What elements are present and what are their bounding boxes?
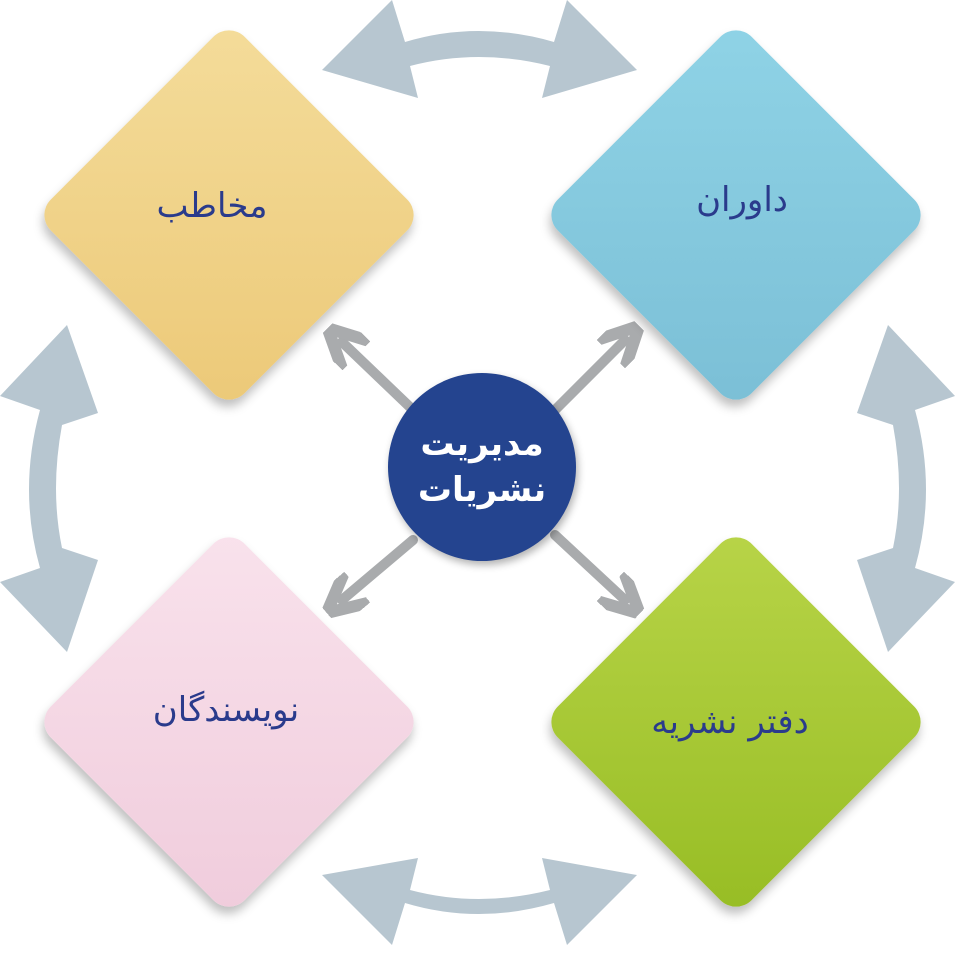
radial-arrow-audience [342,342,418,415]
curved-arrow-top [322,0,637,98]
radial-arrow-office [550,530,625,600]
node-authors-label: نویسندگان [152,690,300,730]
center-node: مدیریت نشریات [388,373,576,561]
curved-arrows [0,0,955,945]
center-title-line2: نشریات [417,470,547,510]
radial-arrow-reviewers [550,340,625,415]
node-audience-label: مخاطب [156,186,268,226]
curved-arrow-bottom [322,858,637,945]
curved-arrow-left [0,325,98,652]
curved-arrow-right [857,325,955,652]
radial-arrow-authors [342,535,418,600]
node-reviewers-label: داوران [696,180,788,220]
radial-arrows [342,340,625,600]
center-title-line1: مدیریت [420,424,544,464]
node-office-label: دفتر نشریه [651,702,809,742]
